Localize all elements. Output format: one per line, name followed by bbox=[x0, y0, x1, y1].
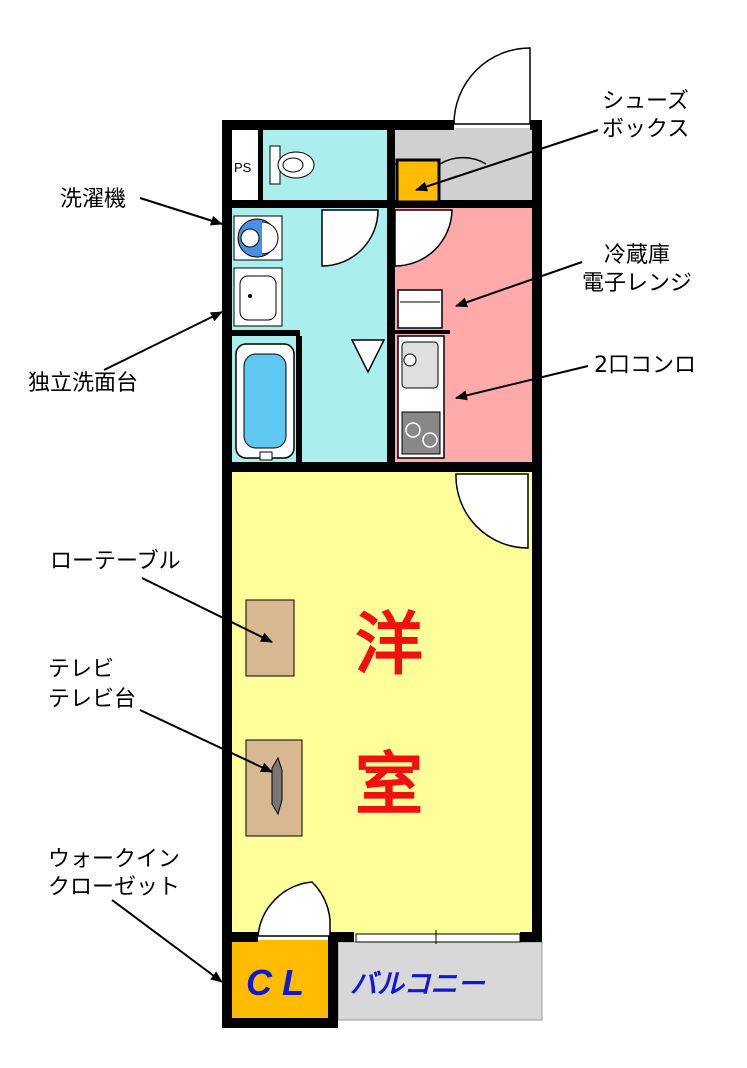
western-room-char1: 洋 bbox=[355, 606, 423, 685]
fridge-label-line2: 電子レンジ bbox=[582, 271, 692, 296]
shoebox-label-line2: ボックス bbox=[602, 117, 689, 142]
shoe-box bbox=[395, 158, 441, 204]
ps-space bbox=[230, 128, 260, 204]
closet-label-line1: ウォークイン bbox=[48, 847, 180, 872]
leader-arrows bbox=[103, 129, 599, 983]
fridge-label-line1: 冷蔵庫 bbox=[604, 243, 670, 268]
kitchen-counter bbox=[397, 335, 445, 459]
room-door bbox=[455, 473, 529, 549]
shoebox-label-line1: シューズ bbox=[602, 89, 689, 114]
closet-label-line2: クローゼット bbox=[48, 875, 180, 900]
low-table-label: ローテーブル bbox=[50, 549, 181, 574]
bath-door bbox=[350, 339, 386, 374]
western-room-char2: 室 bbox=[355, 746, 423, 825]
vanity-unit bbox=[233, 267, 283, 327]
entrance-door bbox=[453, 47, 531, 125]
washer-arrow bbox=[139, 197, 223, 226]
tv-label-line1: テレビ bbox=[48, 657, 114, 682]
walls bbox=[222, 120, 542, 1028]
bathtub bbox=[235, 343, 295, 461]
stove-label: 2口コンロ bbox=[594, 353, 696, 378]
shoebox-arrow bbox=[415, 129, 599, 192]
doors bbox=[257, 47, 531, 937]
closet-label: C L bbox=[246, 962, 304, 1003]
low-table bbox=[245, 599, 295, 677]
balcony-label: バルコニー bbox=[350, 969, 485, 1000]
ps-label: PS bbox=[234, 160, 252, 175]
balcony-window bbox=[355, 930, 521, 944]
refrigerator bbox=[397, 289, 443, 329]
closet-door bbox=[257, 881, 331, 937]
western-room bbox=[230, 468, 538, 936]
kitchen-door bbox=[394, 209, 453, 267]
low-table-arrow bbox=[141, 577, 273, 643]
closet bbox=[230, 940, 334, 1020]
washroom-door bbox=[321, 209, 379, 267]
stove-arrow bbox=[455, 365, 589, 401]
toilet bbox=[269, 145, 315, 185]
washer-label: 洗濯機 bbox=[60, 187, 126, 212]
tv-stand bbox=[245, 739, 303, 837]
vanity-arrow bbox=[103, 311, 223, 371]
fridge-arrow bbox=[455, 261, 583, 308]
balcony bbox=[337, 941, 543, 1021]
vanity-label: 独立洗面台 bbox=[28, 371, 138, 396]
tv-arrow bbox=[139, 709, 273, 773]
tv-label-line2: テレビ台 bbox=[48, 687, 136, 712]
washing-machine bbox=[233, 215, 283, 261]
closet-arrow bbox=[111, 899, 223, 983]
